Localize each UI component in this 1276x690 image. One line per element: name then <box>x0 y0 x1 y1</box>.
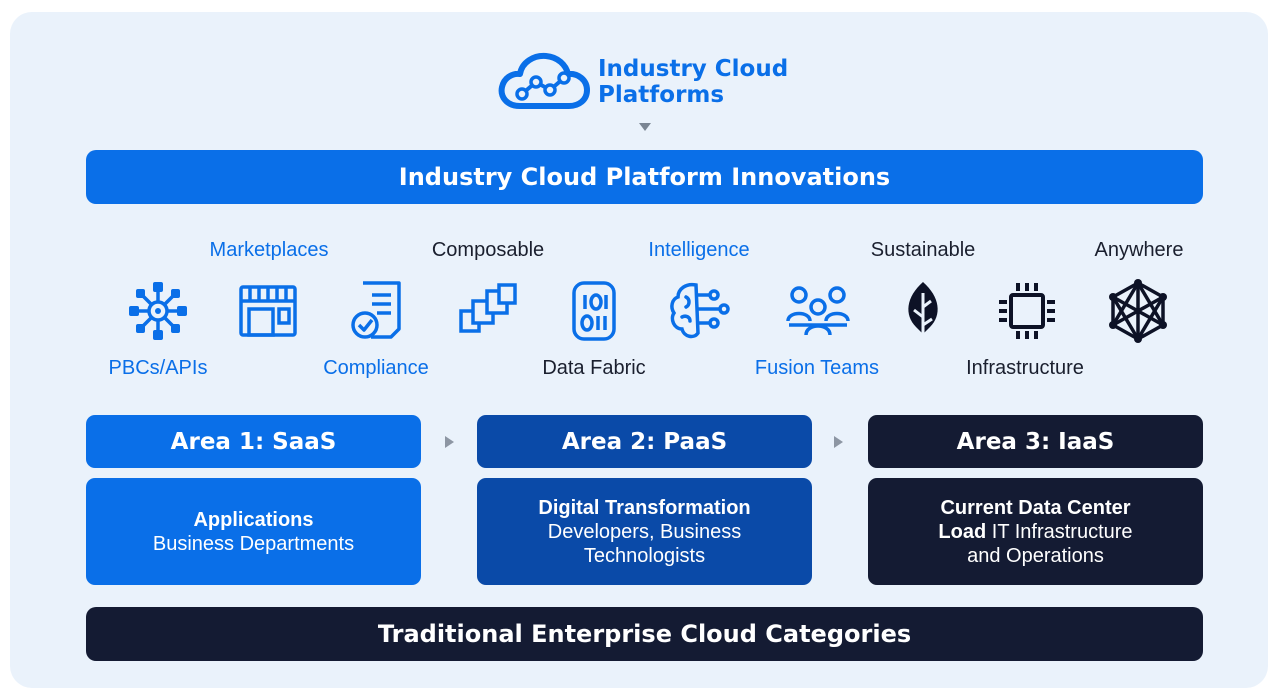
innovations-bar: Industry Cloud Platform Innovations <box>86 150 1203 204</box>
area-3-body: Current Data Center Load IT Infrastructu… <box>868 478 1203 585</box>
down-arrow-icon <box>639 123 651 131</box>
right-arrow-icon <box>834 436 843 448</box>
traditional-categories-bar: Traditional Enterprise Cloud Categories <box>86 607 1203 661</box>
team-icon <box>785 279 851 343</box>
label-composable: Composable <box>431 239 545 261</box>
label-compliance: Compliance <box>323 357 429 379</box>
label-marketplaces: Marketplaces <box>209 239 329 261</box>
storefront-icon <box>235 279 301 343</box>
label-infrastructure: Infrastructure <box>966 357 1084 379</box>
cloud-network-icon <box>498 52 590 109</box>
right-arrow-icon <box>445 436 454 448</box>
brand-title-line2: Platforms <box>598 82 725 108</box>
area-3-body-text: IT Infrastructure and Operations <box>967 520 1133 567</box>
area-2-body-bold: Digital Transformation <box>538 496 751 519</box>
area-1-body: Applications Business Departments <box>86 478 421 585</box>
api-network-icon <box>125 279 191 343</box>
area-1-body-text: Business Departments <box>152 532 355 555</box>
area-2-header: Area 2: PaaS <box>477 415 812 468</box>
area-3-header: Area 3: IaaS <box>868 415 1203 468</box>
compliance-document-icon <box>345 279 411 343</box>
area-1-body-bold: Applications <box>193 508 314 531</box>
composable-blocks-icon <box>455 279 521 343</box>
leaf-icon <box>890 279 956 343</box>
brand-title: Industry Cloud Platforms <box>598 56 818 108</box>
label-fusion-teams: Fusion Teams <box>754 357 880 379</box>
area-1-header: Area 1: SaaS <box>86 415 421 468</box>
area-3-body-bold: Current Data Center Load <box>938 496 1131 543</box>
label-sustainable: Sustainable <box>870 239 976 261</box>
label-intelligence: Intelligence <box>648 239 750 261</box>
area-2-body: Digital Transformation Developers, Busin… <box>477 478 812 585</box>
brand-title-line1: Industry Cloud <box>598 56 789 82</box>
label-anywhere: Anywhere <box>1094 239 1184 261</box>
label-data-fabric: Data Fabric <box>542 357 646 379</box>
brand-header: Industry Cloud Platforms <box>498 52 798 116</box>
mesh-network-icon <box>1105 279 1171 343</box>
label-pbcs-apis: PBCs/APIs <box>108 357 208 379</box>
database-icon <box>561 279 627 343</box>
brain-circuit-icon <box>666 279 732 343</box>
chip-icon <box>994 279 1060 343</box>
area-2-body-text: Developers, Business Technologists <box>547 520 742 567</box>
